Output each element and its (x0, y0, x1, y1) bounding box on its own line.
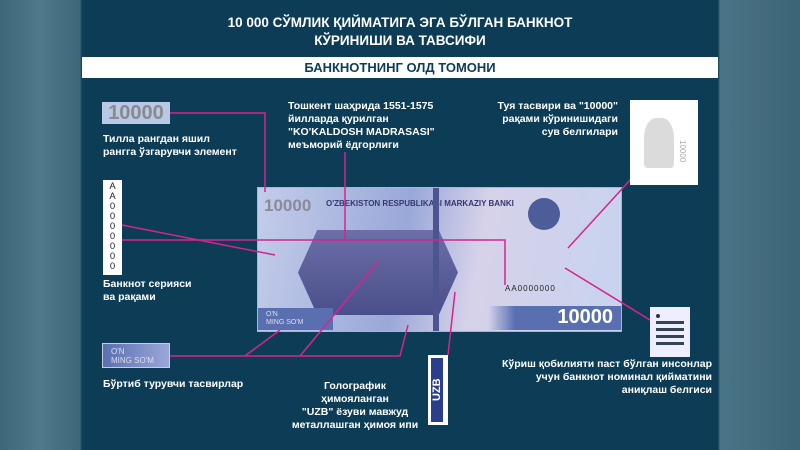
banknote-bank-name: O'ZBEKISTON RESPUBLIKASI MARKAZIY BANKI (326, 199, 514, 208)
thread-text: UZB (431, 358, 443, 422)
banknote-denomination: 10000 (488, 306, 621, 330)
color-shift-sample: 10000 (102, 102, 170, 124)
banknote-image: 10000 O'ZBEKISTON RESPUBLIKASI MARKAZIY … (257, 187, 622, 332)
serial-label: Банкнот серияси ва рақами (103, 278, 192, 303)
emblem-icon (528, 198, 560, 230)
section-subtitle: БАНКНОТНИНГ ОЛД ТОМОНИ (82, 57, 718, 78)
watermark-label: Туя тасвири ва "10000" рақами кўринишида… (497, 100, 618, 138)
camel-icon (644, 118, 674, 168)
thread-label: Голографик ҳимояланган "UZB" ёзуви мавжу… (291, 380, 419, 431)
madrasa-portrait (298, 230, 458, 315)
banknote-corner-denomination: 10000 (264, 196, 312, 215)
watermark-number: 10000 (678, 140, 687, 163)
banknote-security-thread (433, 188, 439, 331)
banknote-serial: AA0000000 (505, 284, 556, 293)
tactile-mark-sample (650, 307, 690, 357)
tactile-dot-icon (656, 314, 660, 318)
page-title: 10 000 СЎМЛИК ҚИЙМАТИГА ЭГА БЎЛГАН БАНКН… (227, 15, 573, 48)
tactile-label: Кўриш қобилияти паст бўлган инсонлар учу… (501, 358, 712, 396)
relief-label: Бўртиб турувчи тасвирлар (103, 378, 244, 390)
watermark-sample: 10000 (630, 100, 698, 185)
madrasa-label: Тошкент шаҳрида 1551-1575 йилларда қурил… (288, 100, 435, 151)
thread-sample: UZB (428, 355, 448, 425)
color-shift-label: Тилла рангдан яшил рангга ўзгарувчи элем… (103, 133, 237, 158)
